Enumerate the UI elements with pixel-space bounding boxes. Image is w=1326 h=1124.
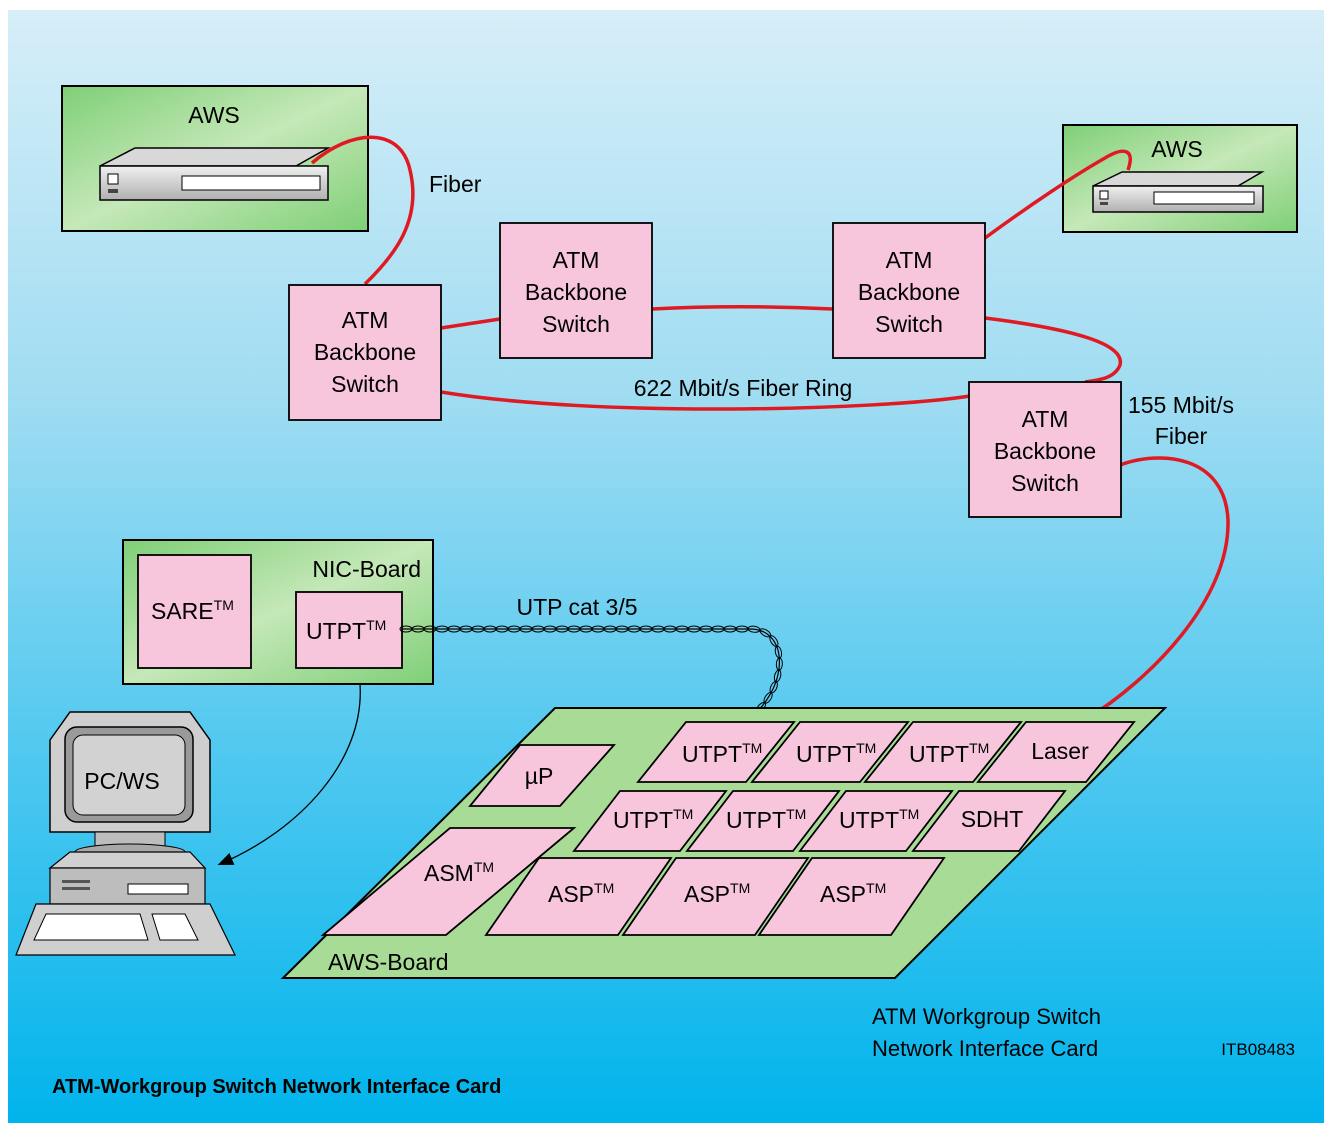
utpt-chip-label: UTPTTM (796, 740, 876, 767)
switch-label-line2: Backbone (314, 339, 416, 365)
asp-chip (484, 857, 673, 936)
asp-chip-label: ASPTM (548, 880, 614, 907)
asp-chip-label: ASPTM (684, 880, 750, 907)
switch-label-line1: ATM (1022, 406, 1069, 432)
utpt-chip-label: UTPTTM (613, 806, 693, 833)
fiber-cables (310, 135, 1230, 722)
network-diagram: AWS AWS ATM Backbone (15, 85, 1298, 1098)
aws-top-right-panel: AWS (1062, 124, 1298, 233)
page-title: ATM-Workgroup Switch Network Interface C… (52, 1076, 501, 1098)
switch-label-line3: Switch (875, 311, 943, 337)
ring-label: 622 Mbit/s Fiber Ring (634, 375, 853, 401)
aws-top-left-panel: AWS (61, 85, 369, 232)
switch-label-line1: ATM (342, 307, 389, 333)
card-caption-line2: Network Interface Card (872, 1036, 1098, 1061)
utpt-chip-label: UTPTTM (909, 740, 989, 767)
aws-device-icon (99, 147, 331, 201)
nic-board-label: NIC-Board (312, 556, 421, 582)
utpt-chip-nic (295, 591, 403, 669)
aws-board-label: AWS-Board (328, 949, 449, 975)
switch-label-line2: Backbone (858, 279, 960, 305)
pc-label: PC/WS (84, 768, 159, 794)
switch-label-line3: Switch (331, 371, 399, 397)
utpt-chip-label: UTPTTM (839, 806, 919, 833)
card-caption-line1: ATM Workgroup Switch (872, 1004, 1101, 1029)
asm-chip-label: ASMTM (424, 859, 494, 886)
atm-backbone-switch-1: ATM Backbone Switch (288, 284, 442, 421)
atm-backbone-switch-4: ATM Backbone Switch (968, 381, 1122, 518)
nic-to-pc-arrow (217, 683, 361, 866)
fiber-155-label-line1: 155 Mbit/s (1128, 392, 1234, 418)
up-chip-label: µP (525, 763, 554, 789)
pc-workstation-icon: PC/WS (15, 711, 236, 956)
utpt-chip (685, 790, 841, 852)
utpt-chip (798, 790, 954, 852)
utpt-chip (572, 790, 728, 852)
aws-device-icon (1092, 171, 1265, 213)
aws-top-left-label: AWS (188, 102, 240, 128)
switch-label-line2: Backbone (525, 279, 627, 305)
sare-chip (137, 554, 252, 669)
atm-backbone-switch-3: ATM Backbone Switch (832, 222, 986, 359)
sdht-chip (911, 790, 1067, 852)
switch-label-line1: ATM (553, 247, 600, 273)
nic-board: NIC-Board SARETM UTPTTM (122, 539, 434, 685)
fiber-label: Fiber (429, 171, 482, 197)
utpt-chip-label: UTPTTM (306, 617, 386, 644)
asp-chip (621, 857, 810, 936)
aws-board: AWS-Board µP ASMTM UTPTTM UTPTTM UTPTTM … (280, 707, 1168, 979)
aws-top-right-label: AWS (1151, 136, 1203, 162)
laser-chip-label: Laser (1031, 738, 1089, 764)
fiber-155-label-line2: Fiber (1155, 423, 1208, 449)
utpt-chip-label: UTPTTM (726, 806, 806, 833)
asp-chip-label: ASPTM (820, 880, 886, 907)
utpt-chip-label: UTPTTM (682, 740, 762, 767)
asp-chip (757, 857, 946, 936)
switch-label-line3: Switch (1011, 470, 1079, 496)
switch-label-line2: Backbone (994, 438, 1096, 464)
utpt-chip (750, 721, 910, 783)
utpt-chip (863, 721, 1023, 783)
figure-id: ITB08483 (1221, 1040, 1295, 1059)
utpt-chip (636, 721, 796, 783)
diagram-canvas: AWS AWS ATM Backbone (8, 10, 1324, 1123)
atm-backbone-switch-2: ATM Backbone Switch (499, 222, 653, 359)
switch-label-line1: ATM (886, 247, 933, 273)
up-chip (468, 744, 616, 807)
sare-chip-label: SARETM (151, 597, 234, 624)
asm-chip (320, 827, 577, 936)
switch-label-line3: Switch (542, 311, 610, 337)
laser-chip (976, 721, 1136, 783)
utp-label: UTP cat 3/5 (516, 594, 637, 620)
sdht-chip-label: SDHT (961, 806, 1024, 832)
